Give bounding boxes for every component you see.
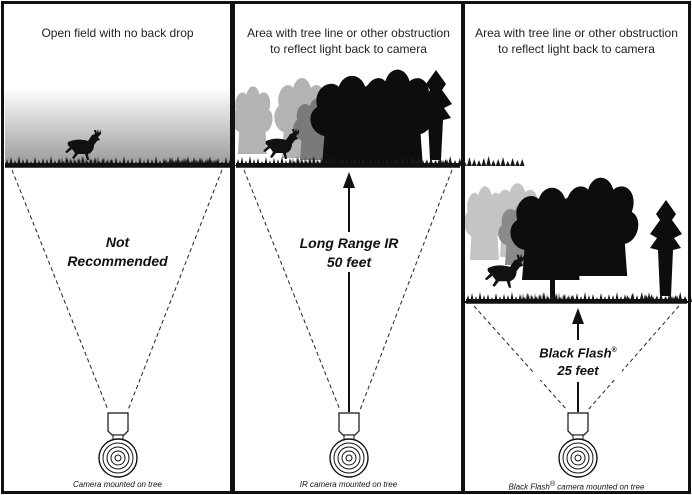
tree-trunk-icon: [98, 438, 138, 478]
range-label: Black Flash® 25 feet: [534, 342, 622, 381]
tree-line-icon: [510, 177, 682, 296]
header-line: to reflect light back to camera: [270, 42, 427, 56]
camera-caption: Camera mounted on tree: [73, 480, 162, 489]
panel-open-field: [5, 88, 272, 478]
open-field-horizon: [5, 88, 230, 165]
tree-trunk-icon: [329, 438, 369, 478]
camera-caption: IR camera mounted on tree: [299, 480, 398, 489]
tree-trunk-icon: [558, 438, 598, 478]
panel-long-range: [232, 69, 525, 478]
panel-black-flash: [464, 172, 692, 478]
camera-icon: [107, 412, 129, 441]
header-line: to reflect light back to camera: [498, 42, 655, 56]
header-line: Area with tree line or other obstruction: [475, 26, 678, 40]
range-label: Long Range IR 50 feet: [296, 234, 402, 272]
not-recommended-label: Not Recommended: [67, 234, 168, 269]
camera-caption: Black Flash® camera mounted on tree: [508, 481, 645, 492]
panel-2-header: Area with tree line or other obstruction…: [236, 25, 461, 57]
tree-line-icon: [310, 69, 452, 165]
camera-icon: [567, 412, 589, 441]
range-arrow: [572, 308, 584, 412]
header-line: Area with tree line or other obstruction: [247, 26, 450, 40]
panel-3-header: Area with tree line or other obstruction…: [466, 25, 687, 57]
panel-1-header: Open field with no back drop: [5, 25, 230, 41]
camera-icon: [338, 412, 360, 441]
header-line: Open field with no back drop: [41, 26, 194, 40]
range-arrow: [343, 172, 355, 412]
